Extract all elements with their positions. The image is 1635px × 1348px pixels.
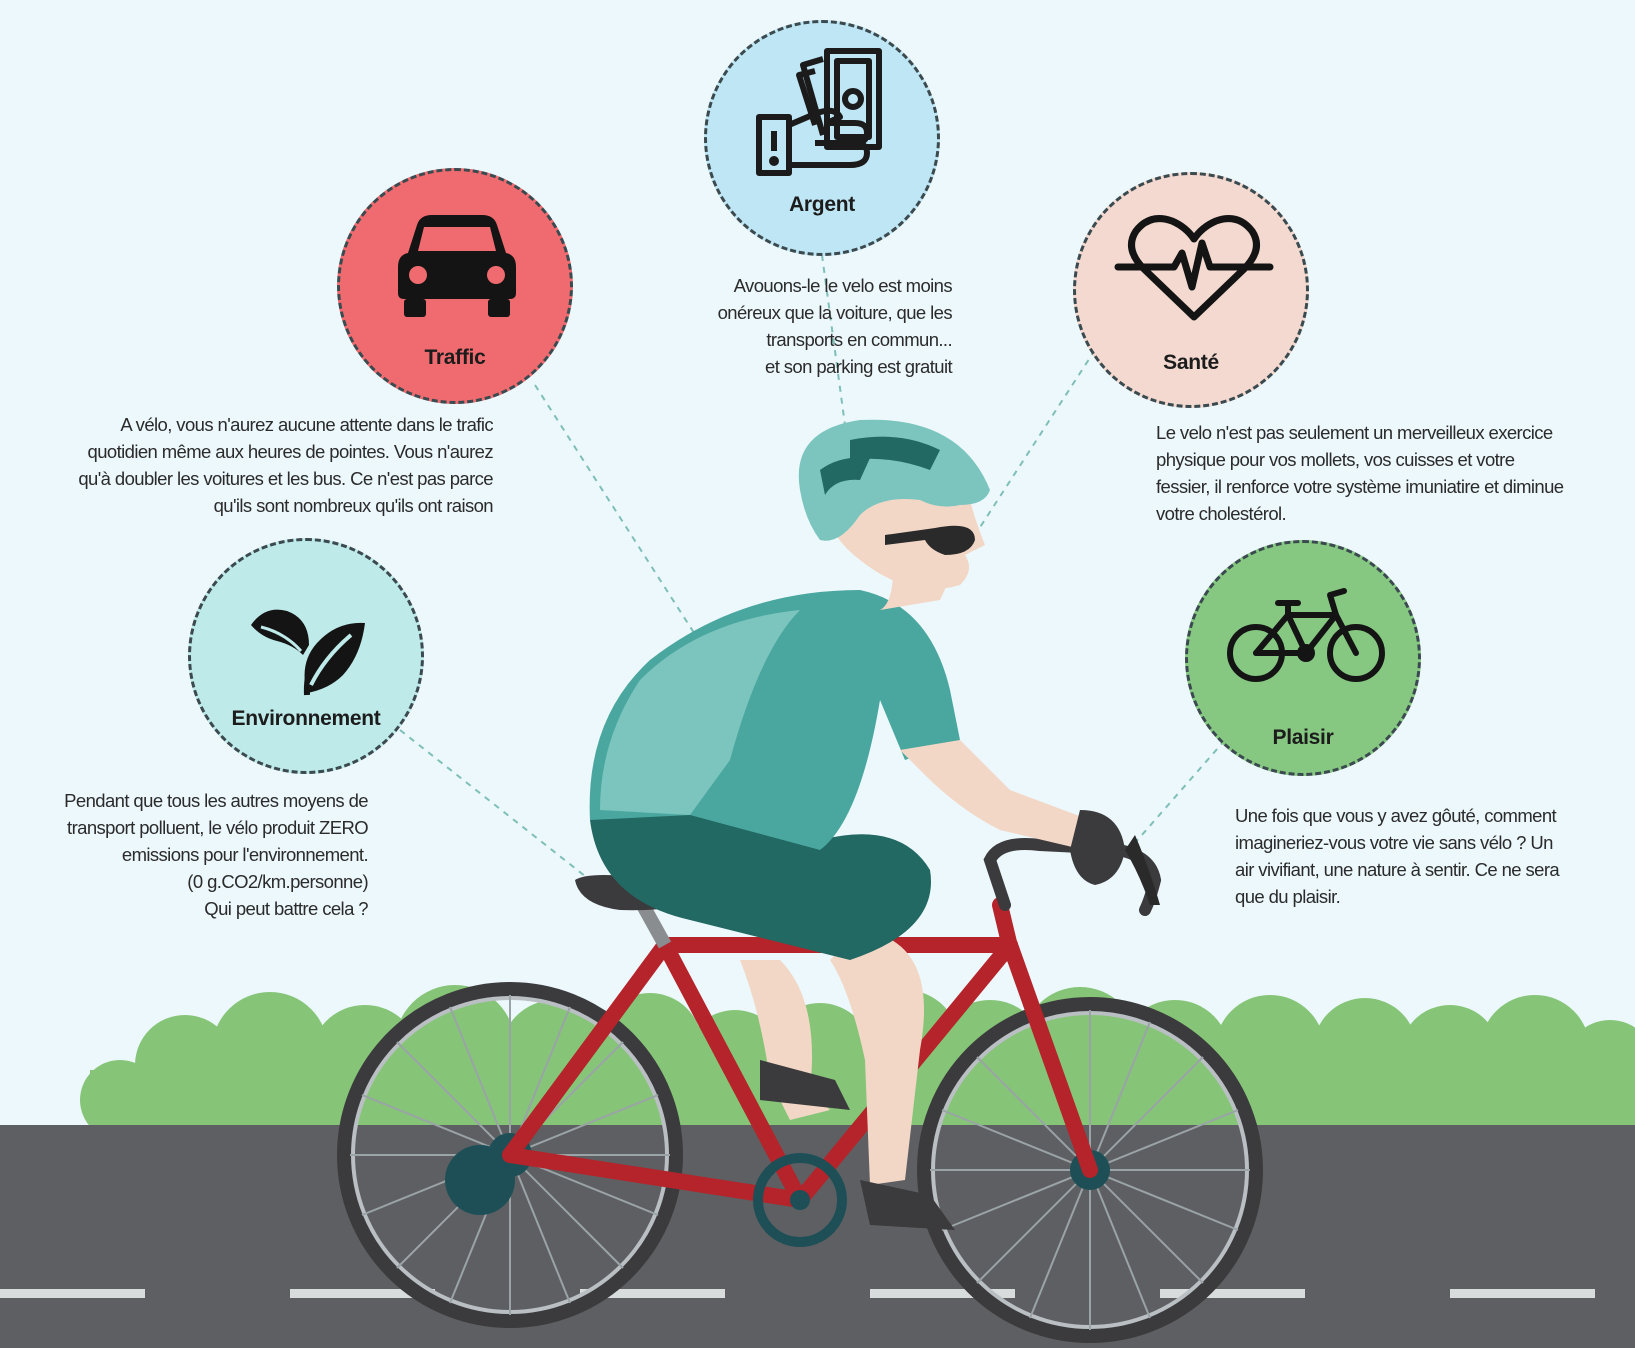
plaisir-circle: Plaisir [1185,540,1421,776]
plaisir-label: Plaisir [1272,726,1334,749]
chainring [753,1153,847,1247]
environnement-description: Pendant que tous les autres moyens de tr… [64,790,368,919]
sante-description: Le velo n'est pas seulement un merveille… [1156,422,1564,524]
traffic-label: Traffic [424,346,486,369]
environnement-label: Environnement [231,707,381,730]
environnement-circle: Environnement [188,538,424,774]
sante-label: Santé [1163,351,1219,374]
leaf-icon [251,609,365,696]
car-icon [398,215,516,317]
money-hand-icon [756,48,882,176]
road-markings [0,1289,1595,1298]
connector-lines [399,254,1226,881]
rider [589,419,1160,1230]
traffic-description: A vélo, vous n'aurez aucune attente dans… [78,414,493,516]
argent-description: Avouons-le le velo est moins onéreux que… [717,275,953,377]
sante-circle: Santé [1073,172,1309,408]
argent-circle: Argent [704,20,940,256]
heart-pulse-icon [1114,215,1274,321]
traffic-circle: Traffic [337,168,573,404]
plaisir-description: Une fois que vous y avez gôuté, comment … [1235,805,1560,907]
bicycle-icon [1227,588,1385,682]
argent-label: Argent [789,193,855,216]
